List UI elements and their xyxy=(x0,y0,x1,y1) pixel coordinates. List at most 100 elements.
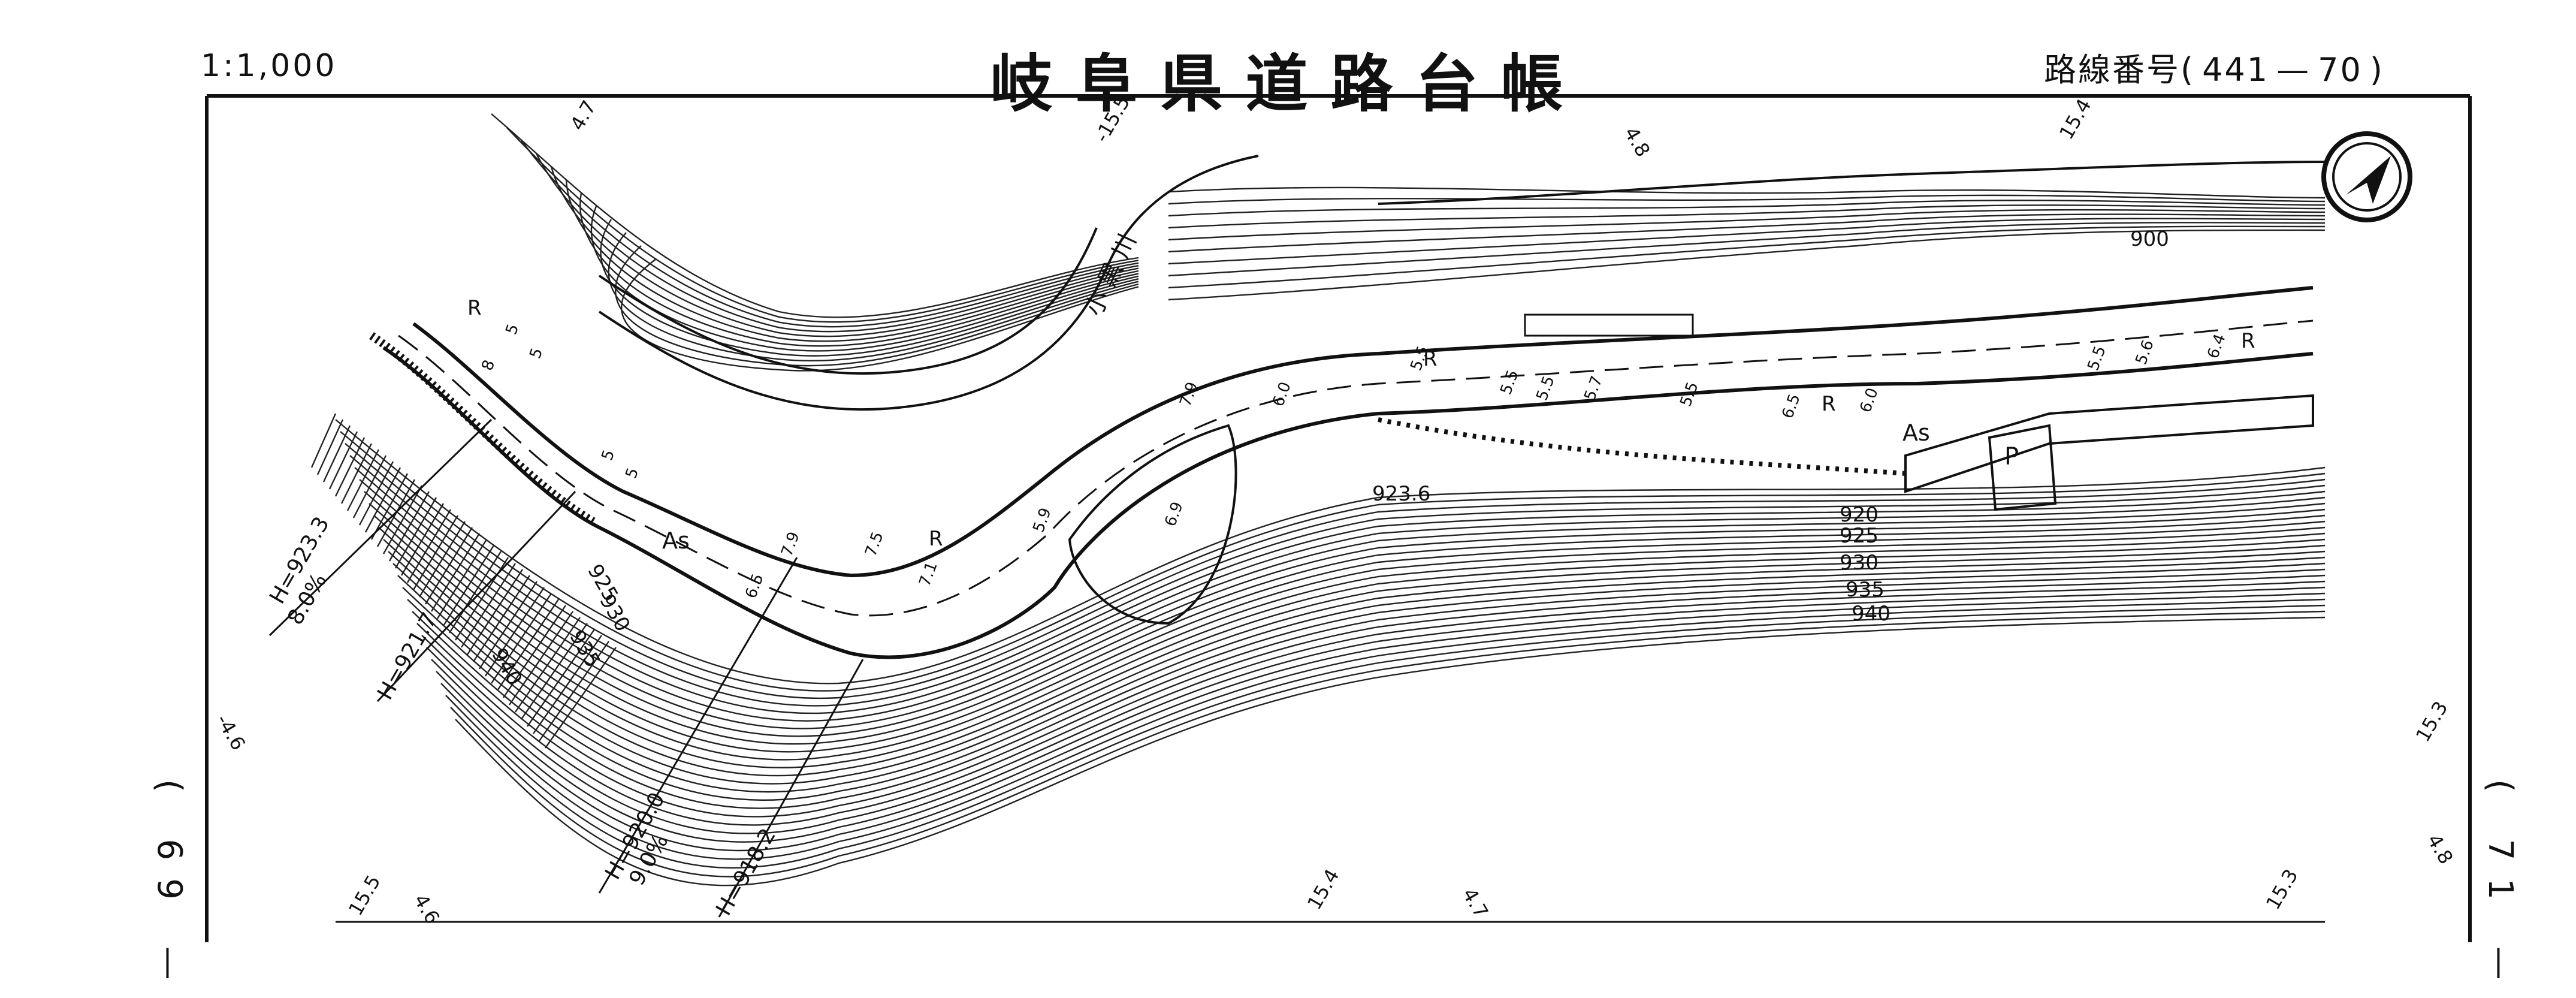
contour-line xyxy=(1168,186,2326,199)
contour-line xyxy=(539,641,609,741)
contour-line xyxy=(416,568,2326,818)
width-mark: 7.9 xyxy=(778,529,803,559)
contour-line xyxy=(478,581,538,670)
width-mark: 5.5 xyxy=(2084,343,2109,373)
profile-label: H=918.2 xyxy=(711,824,781,919)
contour-line xyxy=(418,521,466,598)
width-mark: 8 xyxy=(478,358,499,373)
contour-label: 920 xyxy=(1840,503,1879,527)
contour-line xyxy=(1168,218,2326,265)
contour-line xyxy=(364,467,401,533)
north-arrow-icon xyxy=(2321,131,2412,222)
contour-line xyxy=(1168,229,2326,301)
route-number-sub: 70 xyxy=(2318,51,2363,89)
width-mark: 5 xyxy=(622,466,642,481)
route-dash: — xyxy=(2276,51,2311,89)
contour-line xyxy=(412,562,2326,809)
contour-line xyxy=(608,232,1139,362)
contour-line xyxy=(527,629,595,727)
grid-tick: -15.5 xyxy=(1090,92,1134,146)
contour-line xyxy=(503,605,566,698)
width-mark: 6.5 xyxy=(1778,391,1804,421)
width-mark: 5.6 xyxy=(2132,337,2157,367)
contour-line xyxy=(340,431,2326,692)
grid-tick: 15.4 xyxy=(2055,95,2096,143)
contour-line xyxy=(448,551,502,634)
contour-line xyxy=(310,413,337,468)
roadside-label: R xyxy=(1822,392,1836,416)
contour-line xyxy=(335,419,2326,685)
grid-tick: 15.4 xyxy=(1303,865,1344,913)
contour-label: 935 xyxy=(1846,578,1885,602)
route-label: 路線番号( xyxy=(2044,51,2196,89)
contour-line xyxy=(521,140,1139,328)
width-mark: 7.1 xyxy=(916,559,941,589)
map-scale: 1:1,000 xyxy=(201,48,337,84)
contour-line xyxy=(378,520,2326,753)
spot-elevation: 923.6 xyxy=(1372,482,1430,506)
contour-line xyxy=(621,258,1139,372)
width-mark: 5.5 xyxy=(1677,379,1702,409)
contour-line xyxy=(426,580,2326,834)
contour-line xyxy=(1168,194,2326,205)
contour-line xyxy=(316,419,344,475)
contour-line xyxy=(535,153,1139,333)
road-ledger-map: 小 黒 川 As As R R R R R P 923.6 920 925 93… xyxy=(205,92,2472,942)
grid-tick: -4.6 xyxy=(212,710,250,754)
contour-line xyxy=(388,532,2326,768)
contour-line xyxy=(491,593,552,684)
contour-line xyxy=(565,179,1139,342)
contour-line xyxy=(1168,209,2326,241)
width-mark: 5 xyxy=(502,322,523,337)
contour-line xyxy=(1168,225,2326,289)
contour-line xyxy=(1168,222,2326,277)
contour-line xyxy=(369,503,2326,737)
contour-label: 930 xyxy=(1840,551,1879,575)
contour-line xyxy=(430,533,481,612)
contour-line xyxy=(424,527,473,605)
roadside-label: R xyxy=(929,527,943,551)
grid-tick: 4.7 xyxy=(1458,884,1493,922)
width-mark: 6.5 xyxy=(742,571,767,601)
width-mark: 6.0 xyxy=(1269,379,1294,409)
grid-tick: 4.8 xyxy=(2423,830,2457,868)
contour-line xyxy=(466,569,524,655)
contour-line xyxy=(340,443,373,504)
contour-line xyxy=(382,485,423,554)
contour-line xyxy=(497,599,559,691)
contour-line xyxy=(521,623,588,720)
contour-line xyxy=(334,437,366,497)
map-frame xyxy=(205,94,2472,942)
width-mark: 6.0 xyxy=(1856,385,1882,415)
width-mark: 7.5 xyxy=(862,529,887,559)
grid-tick: 4.8 xyxy=(1620,123,1654,161)
contour-line xyxy=(545,647,617,749)
contour-line xyxy=(394,497,437,569)
contour-line xyxy=(397,544,2326,785)
parking-label: P xyxy=(2004,443,2019,471)
width-mark: 5 xyxy=(598,448,618,463)
pavement-label: As xyxy=(1902,420,1930,446)
contour-line xyxy=(328,431,358,490)
contour-line xyxy=(388,491,430,562)
width-mark: 5.5 xyxy=(1497,367,1522,397)
contour-line xyxy=(533,635,602,734)
contour-line xyxy=(322,425,351,483)
contour-line xyxy=(550,166,1139,337)
contour-line xyxy=(506,126,1139,323)
width-mark: 5.5 xyxy=(1533,373,1558,403)
contour-line xyxy=(364,491,2326,729)
contour-line xyxy=(345,443,2326,699)
contour-line xyxy=(431,586,2326,843)
contour-line xyxy=(509,611,573,705)
width-mark: 7.9 xyxy=(1176,379,1201,409)
profile-label: H=921.7 xyxy=(373,608,442,704)
contour-line xyxy=(436,539,488,619)
contour-line xyxy=(472,575,531,662)
contour-line xyxy=(1168,200,2326,217)
grid-tick: 15.5 xyxy=(344,871,385,919)
route-number-main: 441 xyxy=(2202,51,2270,89)
river xyxy=(598,155,2326,411)
width-mark: 5.9 xyxy=(1029,505,1055,535)
contour-line xyxy=(421,574,2326,826)
